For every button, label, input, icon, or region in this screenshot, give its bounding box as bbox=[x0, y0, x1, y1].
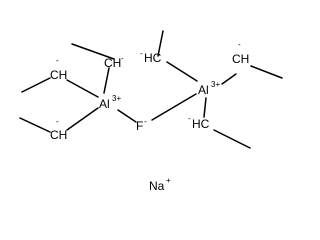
atom-ch-left-mid-symbol: CH bbox=[50, 68, 67, 82]
atom-al-left-charge: 3+ bbox=[112, 94, 121, 103]
bond-al-right-to-ch-right bbox=[221, 73, 237, 85]
bond-al-right-to-hc-top bbox=[166, 61, 198, 82]
atom-ch-left-mid-radical: - bbox=[56, 56, 59, 65]
bond-al-right-to-hc-bot bbox=[203, 97, 207, 118]
atom-hc-right-top-symbol: HC bbox=[144, 51, 162, 65]
atom-hc-right-bot-radical: - bbox=[188, 114, 191, 123]
bond-ch-bot-to-ch3 bbox=[19, 117, 51, 133]
atom-al-right-charge: 3+ bbox=[211, 80, 220, 89]
counterion-symbol: Na bbox=[149, 179, 165, 193]
atom-ch-left-top-symbol: CH bbox=[104, 56, 121, 70]
bond-ch-mid-to-ch3 bbox=[21, 77, 51, 93]
atom-ch-left-bot-radical: - bbox=[56, 117, 59, 126]
counterion: Na + bbox=[149, 176, 171, 193]
atom-ch-left-top-charge: - bbox=[121, 54, 124, 63]
bond-ch-right-to-ch3 bbox=[250, 65, 283, 79]
atom-ch-right-symbol: CH bbox=[232, 52, 249, 66]
bond-ch-top-to-ch3 bbox=[71, 43, 115, 60]
atom-al-right-symbol: Al bbox=[198, 83, 209, 97]
bond-f-to-al-right bbox=[151, 93, 197, 121]
bond-al-left-to-ch-top bbox=[103, 67, 110, 94]
atom-hc-right-top-radical: - bbox=[140, 49, 143, 58]
chemical-structure: Al 3+ Al 3+ F - CH - - CH - CH - HC - CH… bbox=[19, 30, 283, 193]
bond-al-left-to-ch-bot bbox=[66, 107, 99, 131]
atom-f-symbol: F bbox=[136, 119, 143, 133]
bond-al-left-to-f bbox=[117, 109, 137, 123]
bond-hc-bot-to-ch3 bbox=[213, 129, 251, 149]
bonds bbox=[19, 30, 283, 149]
counterion-charge: + bbox=[166, 176, 171, 185]
bond-al-left-to-ch-mid bbox=[66, 79, 99, 98]
atom-f-charge: - bbox=[144, 117, 147, 126]
bond-hc-top-to-ch3 bbox=[157, 30, 164, 57]
atom-al-left-symbol: Al bbox=[99, 97, 110, 111]
atom-ch-right-radical: - bbox=[238, 40, 241, 49]
atom-hc-right-bot-symbol: HC bbox=[192, 117, 210, 131]
atom-ch-left-bot-symbol: CH bbox=[50, 128, 67, 142]
atom-labels: Al 3+ Al 3+ F - CH - - CH - CH - HC - CH… bbox=[50, 40, 249, 142]
